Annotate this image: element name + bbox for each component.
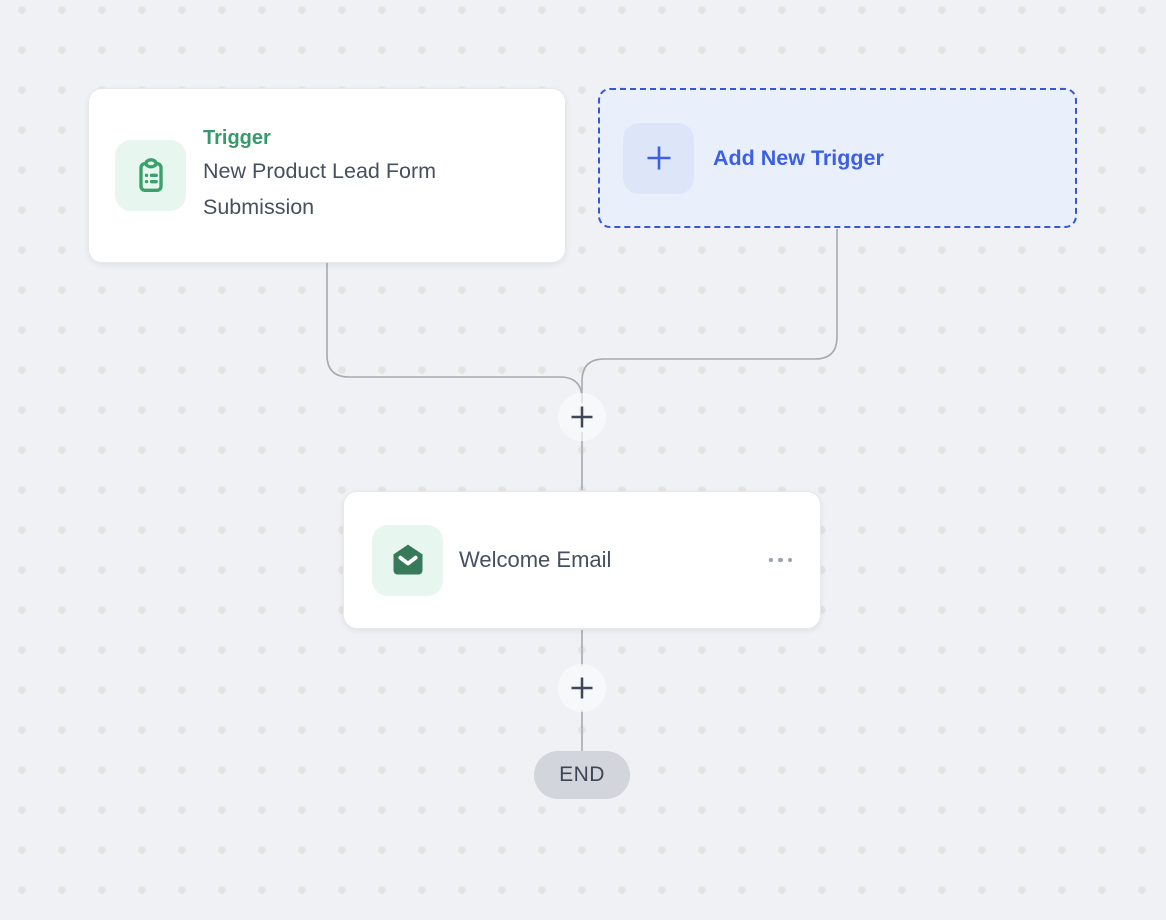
clipboard-list-icon bbox=[115, 140, 186, 211]
mail-open-icon bbox=[372, 524, 443, 596]
ellipsis-icon bbox=[768, 557, 773, 563]
plus-icon bbox=[571, 677, 593, 699]
add-new-trigger-label: Add New Trigger bbox=[713, 145, 884, 170]
trigger-node-label: Trigger bbox=[203, 126, 271, 149]
add-step-button-top[interactable] bbox=[558, 393, 606, 441]
more-options-button[interactable] bbox=[767, 550, 795, 571]
email-node[interactable]: Welcome Email bbox=[343, 491, 821, 629]
trigger-node-texts: Trigger New Product Lead Form Submission bbox=[203, 127, 488, 225]
plus-icon bbox=[571, 406, 593, 428]
email-node-title: Welcome Email bbox=[459, 547, 612, 572]
ellipsis-icon bbox=[778, 557, 783, 563]
trigger-node-title: New Product Lead Form Submission bbox=[203, 158, 437, 219]
trigger-node[interactable]: Trigger New Product Lead Form Submission bbox=[88, 88, 566, 263]
connector-trigger-to-join bbox=[326, 263, 583, 403]
connector-addtrigger-to-join bbox=[581, 229, 838, 403]
plus-icon bbox=[623, 122, 694, 194]
add-new-trigger-button[interactable]: Add New Trigger bbox=[598, 88, 1077, 228]
end-node: END bbox=[534, 751, 630, 799]
ellipsis-icon bbox=[787, 557, 792, 563]
add-step-button-bottom[interactable] bbox=[558, 664, 606, 712]
